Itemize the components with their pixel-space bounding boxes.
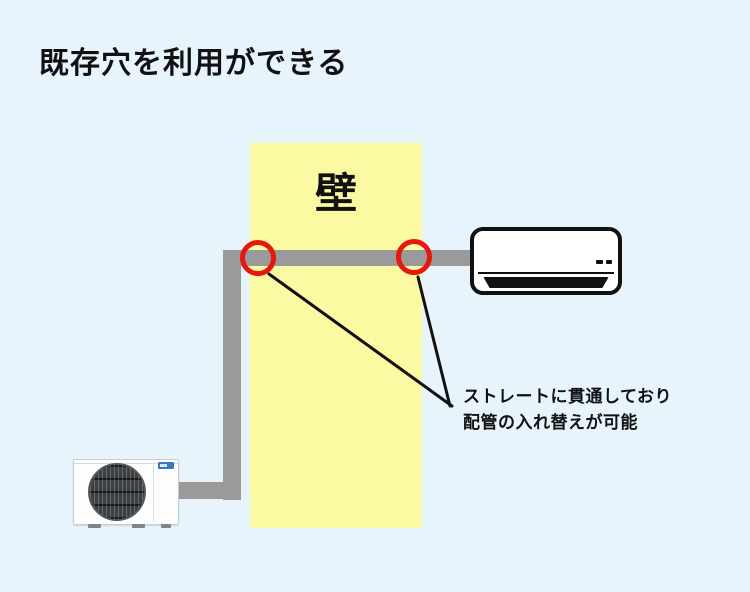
annotation-line-1: ストレートに貫通しており bbox=[463, 387, 672, 407]
leader-line-right bbox=[416, 275, 452, 408]
indoor-unit-vent bbox=[483, 277, 609, 288]
wall-label: 壁 bbox=[314, 169, 357, 218]
unit-foot bbox=[132, 524, 145, 528]
existing-hole-marker-right bbox=[396, 239, 432, 275]
indoor-unit-seam bbox=[478, 272, 614, 274]
annotation-text: ストレートに貫通しており 配管の入れ替えが可能 bbox=[463, 384, 672, 436]
existing-hole-marker-left bbox=[240, 240, 276, 276]
brand-badge bbox=[158, 462, 174, 469]
wall: 壁 bbox=[250, 143, 422, 528]
fan-grille-icon bbox=[88, 463, 146, 521]
pipe-vertical bbox=[223, 250, 241, 500]
annotation-line-2: 配管の入れ替えが可能 bbox=[463, 413, 638, 433]
indoor-unit-illustration bbox=[470, 227, 622, 295]
outdoor-unit-illustration bbox=[73, 459, 179, 528]
indicator-light-icon bbox=[596, 260, 603, 264]
pipe-horizontal-bottom bbox=[179, 482, 241, 499]
outdoor-panel-seam bbox=[153, 463, 154, 522]
page-title: 既存穴を利用ができる bbox=[39, 46, 349, 81]
unit-foot bbox=[88, 524, 101, 528]
unit-foot bbox=[161, 524, 171, 528]
indicator-light-icon bbox=[606, 260, 612, 264]
